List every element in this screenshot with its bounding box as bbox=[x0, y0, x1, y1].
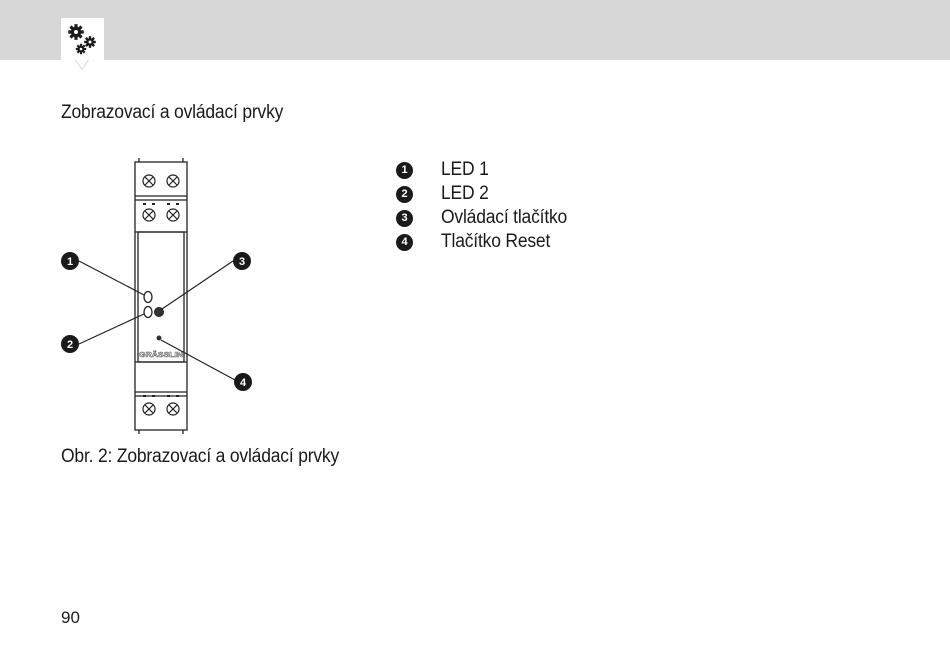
callout-2: 2 bbox=[61, 335, 79, 353]
callout-4: 4 bbox=[234, 373, 252, 391]
legend-list: 1 LED 1 2 LED 2 3 Ovládací tlačítko 4 Tl… bbox=[396, 158, 578, 254]
legend-item: 2 LED 2 bbox=[396, 182, 578, 206]
svg-text:1: 1 bbox=[67, 256, 73, 268]
callout-1: 1 bbox=[61, 252, 79, 270]
badge-tail bbox=[76, 60, 88, 69]
callout-3: 3 bbox=[233, 252, 251, 270]
figure-caption: Obr. 2: Zobrazovací a ovládací prvky bbox=[61, 446, 340, 467]
legend-label: Ovládací tlačítko bbox=[441, 207, 568, 228]
legend-number: 3 bbox=[396, 209, 413, 227]
device-figure: GRÄSSLIN 1 2 3 4 bbox=[61, 158, 252, 434]
svg-text:3: 3 bbox=[239, 256, 245, 268]
led-2 bbox=[143, 305, 153, 319]
legend-number: 2 bbox=[396, 185, 413, 203]
device-brand-logo: GRÄSSLIN bbox=[139, 350, 183, 359]
led-1 bbox=[143, 290, 153, 304]
svg-text:4: 4 bbox=[240, 377, 247, 389]
legend-label: LED 1 bbox=[441, 159, 489, 180]
page-number: 90 bbox=[61, 608, 80, 627]
control-button bbox=[154, 307, 164, 317]
legend-label: Tlačítko Reset bbox=[441, 231, 551, 252]
reset-button bbox=[156, 335, 162, 341]
legend-item: 1 LED 1 bbox=[396, 158, 578, 182]
legend-item: 4 Tlačítko Reset bbox=[396, 230, 578, 254]
gears-icon bbox=[61, 18, 104, 60]
legend-label: LED 2 bbox=[441, 183, 489, 204]
section-title: Zobrazovací a ovládací prvky bbox=[61, 102, 284, 123]
svg-text:2: 2 bbox=[67, 339, 73, 351]
terminal-screws bbox=[142, 174, 180, 416]
legend-item: 3 Ovládací tlačítko bbox=[396, 206, 578, 230]
header-band bbox=[0, 0, 950, 60]
legend-number: 4 bbox=[396, 233, 413, 251]
legend-number: 1 bbox=[396, 161, 413, 179]
